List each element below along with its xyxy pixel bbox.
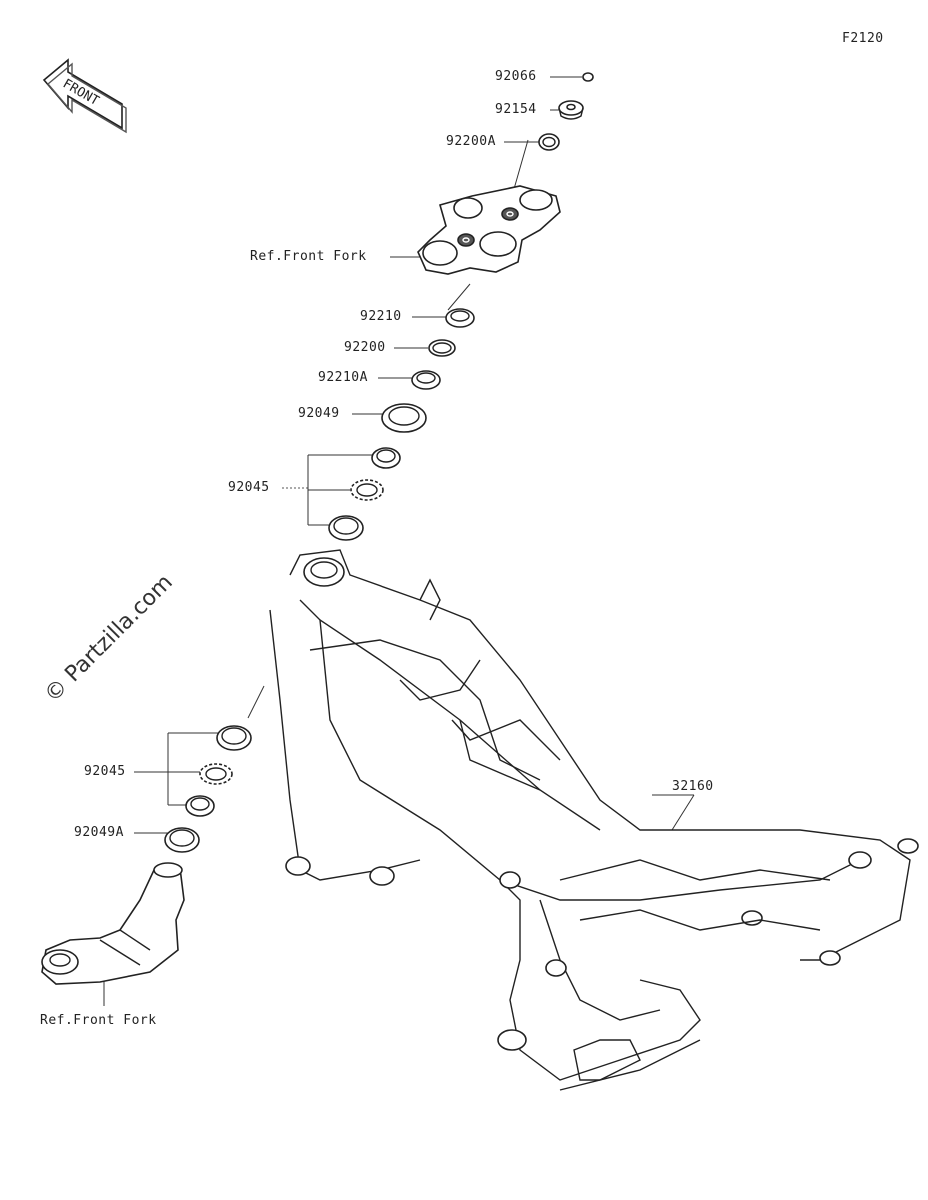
label-92049A: 92049A bbox=[74, 825, 124, 840]
part-92045-bearing-bottom bbox=[185, 725, 252, 817]
upper-triple-clamp bbox=[417, 185, 561, 275]
label-92200: 92200 bbox=[344, 340, 386, 355]
label-92045-bottom: 92045 bbox=[84, 764, 126, 779]
label-32160: 32160 bbox=[672, 779, 714, 794]
leader-lines bbox=[103, 76, 695, 1006]
part-92045-bearing-top bbox=[328, 447, 401, 541]
label-92154: 92154 bbox=[495, 102, 537, 117]
frame-32160 bbox=[269, 549, 919, 1091]
label-92049: 92049 bbox=[298, 406, 340, 421]
figure-code: F2120 bbox=[842, 31, 884, 46]
part-92210A-nut bbox=[411, 370, 441, 390]
part-92154-bolt bbox=[558, 100, 584, 120]
part-92200A-washer bbox=[538, 133, 560, 151]
part-92210-nut bbox=[445, 308, 475, 328]
part-92049A-seal bbox=[164, 827, 200, 853]
label-92210: 92210 bbox=[360, 309, 402, 324]
label-ref-front-fork-top: Ref.Front Fork bbox=[250, 249, 367, 264]
label-92045-top: 92045 bbox=[228, 480, 270, 495]
label-92066: 92066 bbox=[495, 69, 537, 84]
label-ref-front-fork-bottom: Ref.Front Fork bbox=[40, 1013, 157, 1028]
part-92066-cap-nut bbox=[582, 72, 594, 82]
label-92210A: 92210A bbox=[318, 370, 368, 385]
label-92200A: 92200A bbox=[446, 134, 496, 149]
lower-triple-clamp bbox=[41, 862, 185, 985]
front-arrow-icon: FRONT bbox=[42, 58, 127, 134]
part-92049-seal bbox=[381, 403, 427, 433]
part-92200-washer bbox=[428, 339, 456, 357]
